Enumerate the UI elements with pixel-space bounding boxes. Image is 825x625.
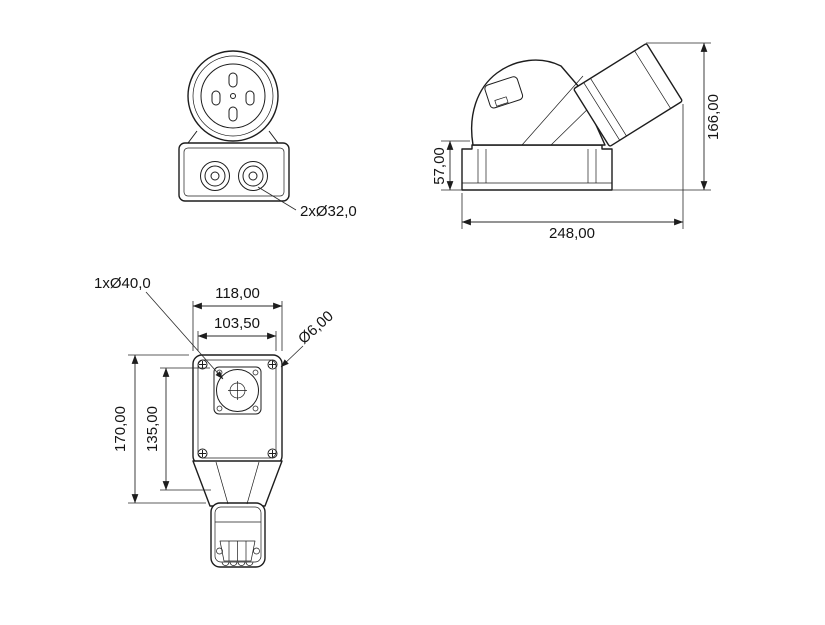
screw-dimension-label: Ø6,00 — [295, 308, 337, 348]
gland-dimension-label: 1xØ40,0 — [94, 275, 151, 292]
top-view-dims: 118,00 103,50 170,00 135,00 1xØ40,0 Ø6,0… — [94, 275, 337, 504]
outer-width-dimension: 118,00 — [215, 285, 260, 302]
center-plate — [213, 366, 262, 415]
front-view-dims: 2xØ32,0 — [257, 186, 357, 220]
socket-pins — [211, 72, 255, 122]
knockout-dimension-label: 2xØ32,0 — [300, 203, 357, 220]
total-height-dimension: 166,00 — [705, 94, 722, 140]
lid-detail — [484, 76, 524, 109]
top-view-part — [192, 354, 283, 568]
inner-height-dimension: 135,00 — [144, 406, 161, 452]
front-view-part — [178, 50, 290, 202]
connector-cylinder — [573, 43, 683, 147]
outer-height-dimension: 170,00 — [112, 406, 129, 452]
inner-width-dimension: 103,50 — [214, 315, 260, 332]
cable-knockouts — [200, 161, 268, 191]
base-height-dimension: 57,00 — [431, 147, 448, 185]
depth-dimension: 248,00 — [549, 225, 595, 242]
side-view-dims: 57,00 166,00 248,00 — [431, 42, 722, 242]
front-view: 2xØ32,0 — [178, 50, 357, 220]
top-view: 118,00 103,50 170,00 135,00 1xØ40,0 Ø6,0… — [94, 275, 337, 568]
cable-gland-detail — [215, 521, 261, 566]
side-view-part — [461, 43, 683, 191]
side-view: 57,00 166,00 248,00 — [431, 42, 722, 242]
corner-screws — [197, 359, 278, 459]
